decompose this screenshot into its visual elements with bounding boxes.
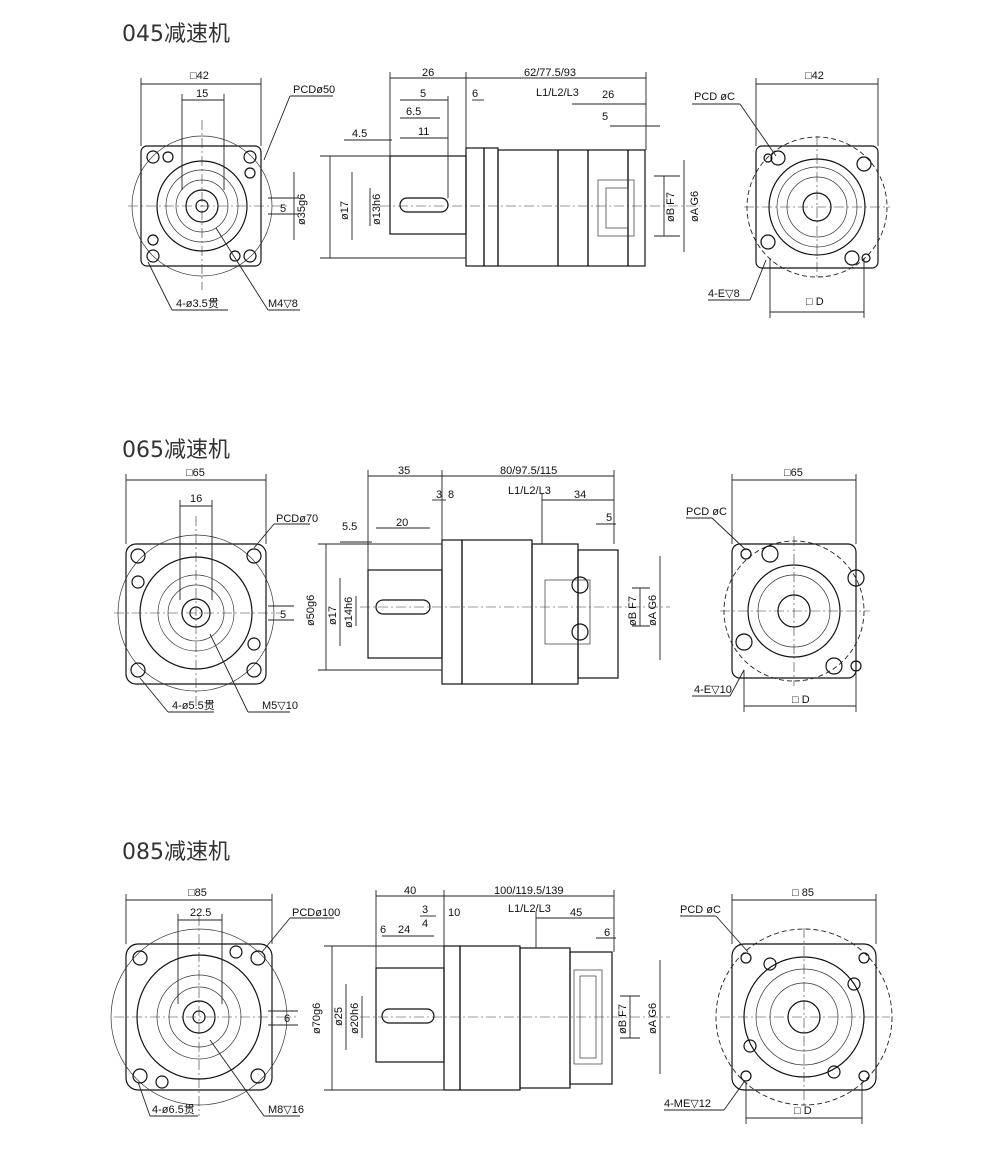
dim-offset: 15 [196, 88, 208, 100]
dim-tip: 5.5 [342, 521, 357, 533]
dim-flange: 6 [472, 88, 478, 100]
dim-key-start: 3 [436, 489, 442, 501]
dim-spigot-d: ø25 [333, 1007, 345, 1026]
dim-key-gap: 11 [418, 126, 429, 138]
dim-d: □ D [806, 296, 824, 308]
side-view [318, 470, 670, 685]
dim-d: □ D [794, 1105, 812, 1117]
dim-flange: 8 [448, 489, 454, 501]
section-065: 065减速机 □65 16 PCDø70 5 ø50g [0, 420, 1000, 800]
section-title: 085减速机 [122, 840, 230, 865]
section-045: 045减速机 □42 15 PC [0, 0, 1000, 390]
dim-key-len: 5 [420, 88, 426, 100]
dim-lengths: L1/L2/L3 [508, 903, 551, 915]
dim-d: □ D [792, 694, 810, 706]
dim-body-len: 100/119.5/139 [494, 885, 564, 897]
label-tap: M8▽16 [268, 1104, 304, 1116]
dim-shaft-len: 26 [422, 67, 434, 79]
dim-shaft-d: ø20h6 [349, 1003, 361, 1034]
label-pcd: PCDø70 [276, 513, 318, 525]
dim-spigot: ø50g6 [305, 595, 317, 626]
section-title: 065减速机 [122, 438, 230, 463]
dim-bore: øB F7 [627, 596, 639, 626]
dim-pilot: øA G6 [689, 191, 701, 222]
dim-keyway: 6 [284, 1013, 290, 1025]
label-pcd-rear: PCD øC [680, 904, 721, 916]
dim-bore: øB F7 [617, 1004, 629, 1034]
front-view [114, 474, 310, 713]
label-holes: 4-ø6.5贯 [152, 1103, 195, 1116]
dim-key-start: 3 [422, 904, 428, 916]
dim-square-rear: □ 85 [792, 887, 814, 899]
dim-shaft-d: ø14h6 [343, 597, 355, 628]
dim-key-gap: 4 [422, 918, 428, 930]
dim-spigot-d: ø17 [327, 606, 339, 625]
dim-rear-len: 26 [602, 89, 614, 101]
label-pcd: PCDø100 [292, 907, 340, 919]
dim-square-rear: □42 [805, 70, 824, 82]
drawing-045: □42 15 PCDø50 5 ø35g6 4-ø3.5贯 M4▽8 [128, 67, 890, 318]
dim-tip: 4.5 [352, 128, 367, 140]
label-tap: M4▽8 [268, 298, 298, 310]
label-holes-rear: 4-ME▽12 [664, 1098, 711, 1110]
label-pcd-rear: PCD øC [694, 91, 735, 103]
dim-shaft-d: ø13h6 [371, 194, 383, 225]
dim-rear-gap: 5 [602, 111, 608, 123]
dim-spigot: ø70g6 [311, 1003, 323, 1034]
dim-key-start: 6.5 [406, 106, 421, 118]
label-pcd: PCDø50 [293, 84, 335, 96]
dim-pilot: øA G6 [647, 595, 659, 626]
dim-flange: 10 [448, 907, 460, 919]
label-tap: M5▽10 [262, 700, 298, 712]
dim-keyway: 5 [280, 609, 286, 621]
rear-view [692, 78, 890, 318]
side-view [320, 72, 700, 267]
dim-key-len: 20 [396, 517, 408, 529]
dim-pilot: øA G6 [647, 1003, 659, 1034]
label-holes-rear: 4-E▽8 [708, 288, 740, 300]
dim-keyway: 5 [280, 203, 286, 215]
dim-square: □42 [190, 70, 209, 82]
dim-offset: 22.5 [190, 907, 211, 919]
dim-rear-gap: 5 [606, 512, 612, 524]
label-holes-rear: 4-E▽10 [694, 684, 732, 696]
dim-rear-len: 45 [570, 907, 582, 919]
rear-view [686, 474, 870, 712]
drawing-065: □65 16 PCDø70 5 ø50g6 4-ø5.5贯 M5▽10 [114, 465, 870, 713]
dim-lengths: L1/L2/L3 [508, 485, 551, 497]
dim-rear-len: 34 [574, 489, 586, 501]
label-holes: 4-ø5.5贯 [172, 699, 215, 712]
dim-square: □65 [186, 467, 205, 479]
dim-body-len: 80/97.5/115 [500, 465, 557, 477]
dim-key-len: 24 [398, 924, 410, 936]
drawing-085: □85 22.5 PCDø100 6 4-ø6.5贯 M8▽16 [110, 885, 893, 1124]
dim-lengths: L1/L2/L3 [536, 87, 579, 99]
dim-spigot-d: ø17 [339, 201, 351, 220]
dim-square-rear: □65 [784, 467, 803, 479]
dim-tip: 6 [380, 924, 386, 936]
dim-rear-gap: 6 [604, 927, 610, 939]
rear-view [664, 894, 893, 1124]
dim-body-len: 62/77.5/93 [524, 67, 576, 79]
dim-shaft-len: 35 [398, 465, 410, 477]
label-pcd-rear: PCD øC [686, 506, 727, 518]
dim-shaft-len: 40 [404, 885, 416, 897]
front-view [128, 78, 333, 311]
section-085: 085减速机 □85 22.5 PCDø100 6 4 [0, 820, 1000, 1156]
front-view [110, 894, 334, 1117]
dim-offset: 16 [190, 493, 202, 505]
dim-spigot: ø35g6 [296, 194, 308, 225]
dim-bore: øB F7 [665, 192, 677, 222]
dim-square: □85 [188, 887, 207, 899]
side-view [324, 890, 670, 1091]
label-holes: 4-ø3.5贯 [176, 297, 219, 310]
section-title: 045减速机 [122, 22, 230, 47]
